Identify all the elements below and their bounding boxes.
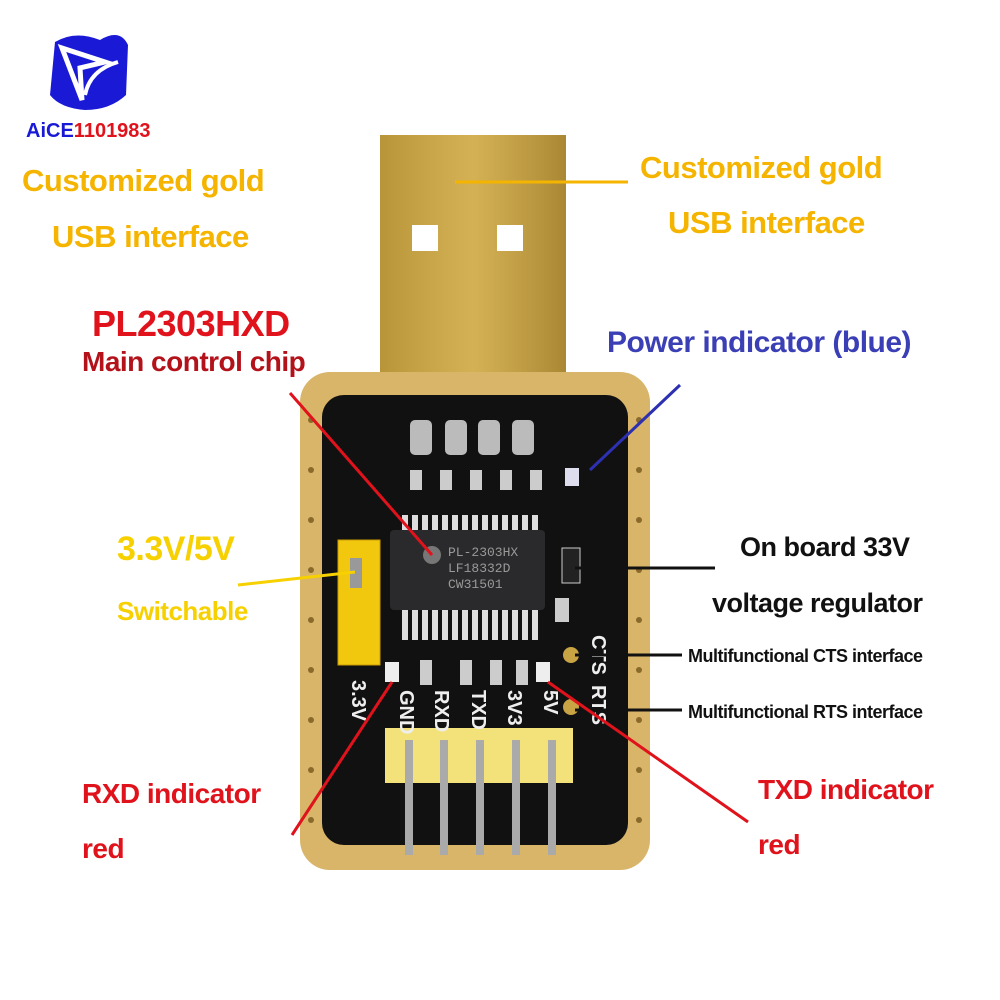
power-led [565, 468, 579, 486]
leader-switch [237, 570, 356, 587]
chip-marking-line: PL-2303HX [448, 545, 518, 560]
brand-logo: AiCE1101983 [26, 120, 151, 142]
leader-rxd [290, 681, 394, 836]
txd-led [536, 662, 550, 682]
chip-marking-line: LF18332D [448, 561, 511, 576]
label-txd-color: red [758, 829, 801, 860]
voltage-regulator [561, 547, 581, 584]
label-usb-left-1: Customized gold [22, 163, 265, 198]
cts-pad [563, 647, 579, 663]
logo-shield-icon [50, 35, 128, 110]
label-regulator-1: On board 33V [740, 532, 910, 562]
rxd-led [385, 662, 399, 682]
label-chip-desc: Main control chip [82, 346, 306, 377]
side-label: RTS [587, 685, 609, 725]
pin-label: 3V3 [503, 690, 525, 726]
label-rts: Multifunctional RTS interface [688, 702, 923, 722]
pin-label: RXD [430, 690, 452, 732]
label-usb-left-2: USB interface [52, 219, 249, 254]
label-usb-right-1: Customized gold [640, 150, 883, 185]
label-rxd-color: red [82, 833, 125, 864]
leader-txd [547, 680, 749, 824]
pin-label: 3.3V [347, 680, 369, 722]
pin-label: 5V [539, 690, 561, 715]
chip-marking-line: CW31501 [448, 577, 503, 592]
label-rxd: RXD indicator [82, 778, 261, 809]
label-chip-name: PL2303HXD [92, 303, 290, 344]
leader-chip [288, 392, 434, 556]
leader-power [588, 383, 682, 472]
pin-label: TXD [467, 690, 489, 730]
label-cts: Multifunctional CTS interface [688, 646, 923, 666]
label-power-indicator: Power indicator (blue) [607, 326, 912, 359]
label-usb-right-2: USB interface [668, 205, 865, 240]
label-txd: TXD indicator [758, 774, 934, 805]
label-switch-desc: Switchable [117, 596, 248, 626]
pin-label: GND [395, 690, 417, 734]
label-switch-voltage: 3.3V/5V [117, 530, 235, 568]
label-regulator-2: voltage regulator [712, 588, 923, 618]
